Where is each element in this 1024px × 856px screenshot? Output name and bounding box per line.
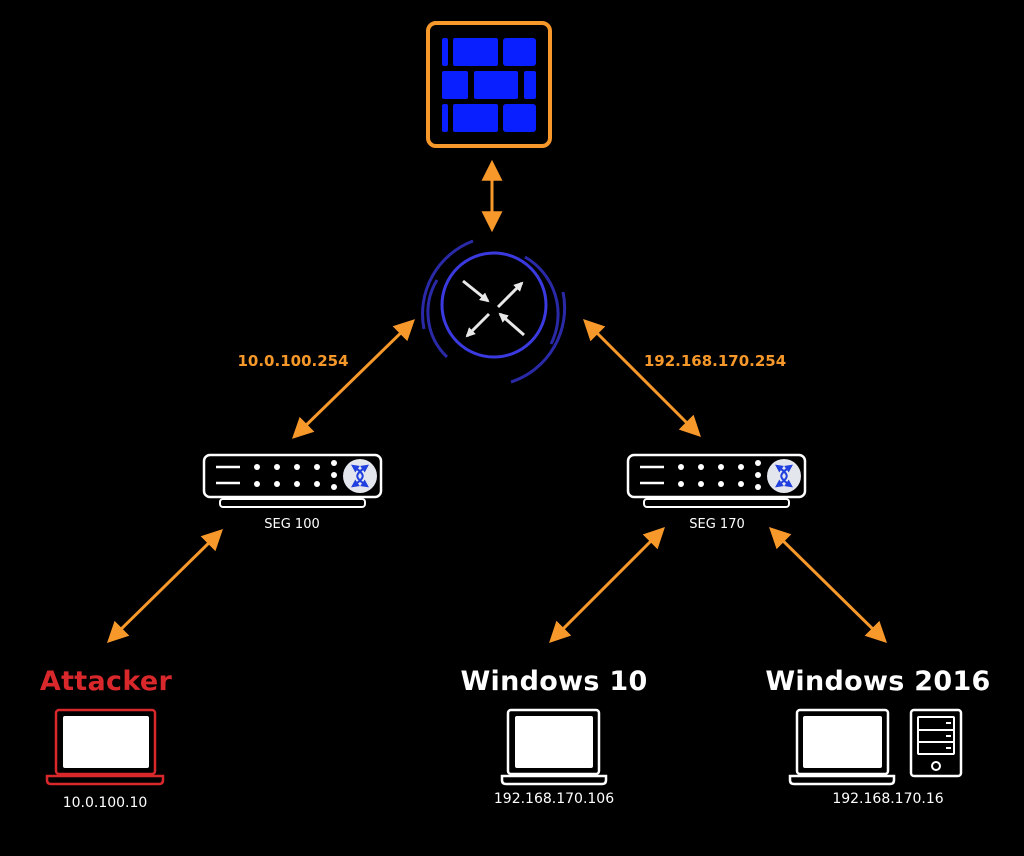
switch-seg100-label: SEG 100	[264, 517, 320, 532]
link-router-seg100	[291, 319, 416, 439]
firewall-node[interactable]	[426, 21, 552, 148]
firewall-brick-icon	[442, 38, 536, 132]
router-node[interactable]	[421, 239, 567, 384]
link-seg100-attacker	[107, 529, 223, 643]
switch-seg100[interactable]	[202, 453, 383, 508]
link-seg170-win10	[549, 527, 665, 643]
router-signal-arcs	[421, 239, 567, 384]
network-switch-icon	[202, 453, 383, 508]
attacker-title: Attacker	[39, 666, 173, 697]
attacker-laptop-icon[interactable]	[45, 708, 165, 786]
router-icon	[462, 279, 525, 338]
win10-ip: 192.168.170.106	[493, 791, 615, 807]
router-ring	[440, 251, 548, 359]
switch-seg170[interactable]	[626, 453, 807, 508]
link-seg170-win2016	[769, 527, 887, 643]
network-switch-icon	[626, 453, 807, 508]
win2016-title: Windows 2016	[765, 666, 991, 697]
win2016-laptop-icon[interactable]	[788, 708, 896, 786]
win10-title: Windows 10	[460, 666, 648, 697]
switch-seg170-label: SEG 170	[689, 517, 745, 532]
attacker-ip: 10.0.100.10	[62, 795, 148, 811]
win10-laptop-icon[interactable]	[500, 708, 608, 786]
router-left-ip-label: 10.0.100.254	[237, 352, 349, 370]
link-router-seg170	[583, 319, 701, 437]
win2016-ip: 192.168.170.16	[832, 791, 944, 807]
win2016-server-tower-icon[interactable]	[909, 708, 963, 778]
links-layer	[107, 159, 887, 643]
router-right-ip-label: 192.168.170.254	[643, 352, 787, 370]
